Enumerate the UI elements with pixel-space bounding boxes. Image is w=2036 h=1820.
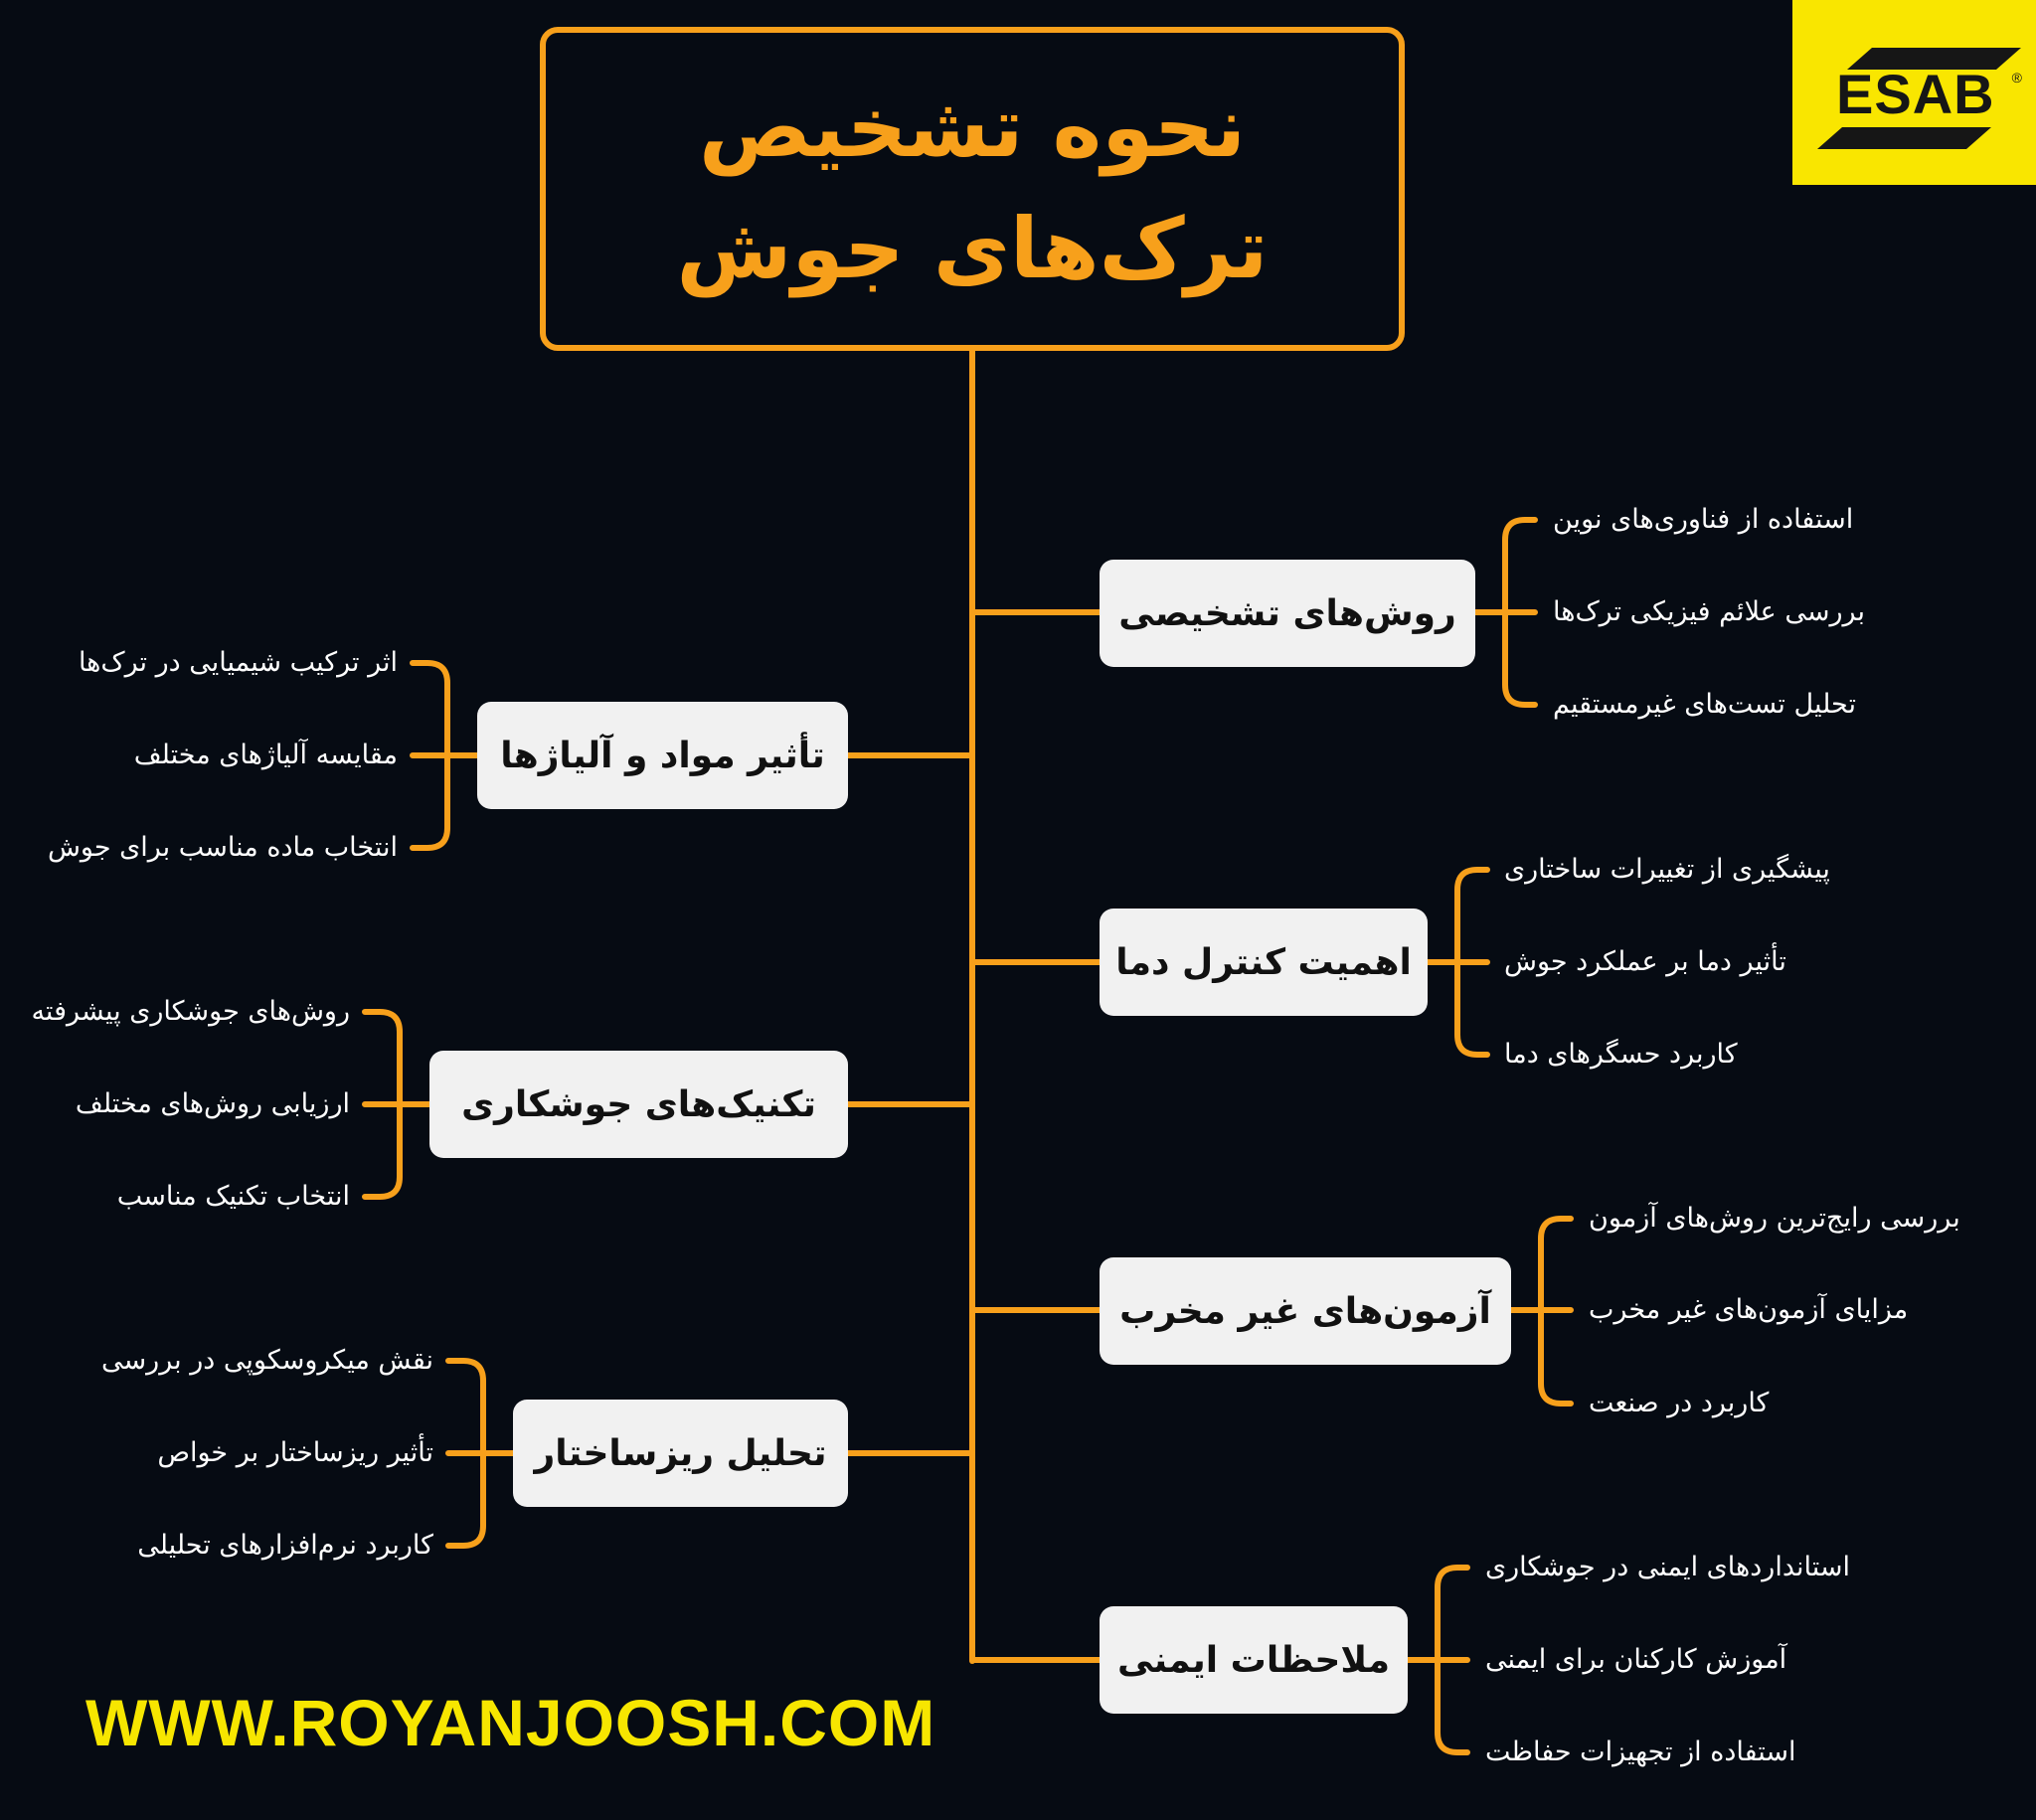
node-microstructure: تحلیل ریزساختار	[513, 1400, 848, 1507]
node-label: آزمون‌های غیر مخرب	[1119, 1290, 1491, 1332]
bracket-right-3	[1508, 1216, 1574, 1406]
node-label: تحلیل ریزساختار	[534, 1432, 827, 1474]
leaf-item: انتخاب ماده مناسب برای جوش	[47, 832, 398, 863]
leaf-item: مقایسه آلیاژهای مختلف	[133, 740, 398, 770]
leaf-item: اثر ترکیب شیمیایی در ترک‌ها	[78, 647, 398, 678]
esab-logo: ESAB ®	[1792, 0, 2036, 185]
node-label: تکنیک‌های جوشکاری	[461, 1083, 816, 1125]
bracket-left-1	[410, 660, 480, 851]
leaf-item: آموزش کارکنان برای ایمنی	[1485, 1644, 1787, 1675]
node-welding-techniques: تکنیک‌های جوشکاری	[429, 1051, 848, 1158]
website-url[interactable]: WWW.ROYANJOOSH.COM	[85, 1686, 936, 1759]
leaf-item: روش‌های جوشکاری پیشرفته	[31, 996, 350, 1027]
node-safety: ملاحظات ایمنی	[1100, 1606, 1408, 1714]
node-materials-alloys: تأثیر مواد و آلیاژها	[477, 702, 848, 809]
leaf-item: مزایای آزمون‌های غیر مخرب	[1589, 1294, 1909, 1325]
leaf-item: کاربرد در صنعت	[1589, 1388, 1770, 1418]
title-box: نحوه تشخیص ترک‌های جوش	[540, 27, 1405, 351]
node-label: اهمیت کنترل دما	[1115, 941, 1412, 983]
leaf-item: کاربرد نرم‌افزارهای تحلیلی	[137, 1530, 433, 1561]
leaf-item: تأثیر ریزساختار بر خواص	[157, 1437, 433, 1468]
bracket-right-1	[1472, 517, 1538, 708]
leaf-item: تأثیر دما بر عملکرد جوش	[1504, 946, 1786, 977]
bracket-right-4	[1405, 1565, 1470, 1755]
node-ndt: آزمون‌های غیر مخرب	[1100, 1257, 1511, 1365]
leaf-item: نقش میکروسکوپی در بررسی	[101, 1345, 433, 1376]
leaf-item: انتخاب تکنیک مناسب	[116, 1181, 350, 1212]
node-label: روش‌های تشخیصی	[1118, 592, 1456, 634]
leaf-item: پیشگیری از تغییرات ساختاری	[1504, 854, 1830, 885]
leaf-item: بررسی علائم فیزیکی ترک‌ها	[1553, 596, 1865, 627]
leaf-item: کاربرد حسگرهای دما	[1504, 1039, 1738, 1070]
node-diagnostic-methods: روش‌های تشخیصی	[1100, 560, 1475, 667]
logo-text: ESAB	[1836, 63, 1995, 125]
node-label: تأثیر مواد و آلیاژها	[500, 735, 825, 776]
leaf-item: استانداردهای ایمنی در جوشکاری	[1485, 1552, 1851, 1582]
leaf-item: استفاده از فناوری‌های نوین	[1553, 504, 1854, 535]
leaf-item: تحلیل تست‌های غیرمستقیم	[1553, 689, 1856, 720]
logo-stripes-icon	[1817, 48, 2021, 149]
diagram-title: نحوه تشخیص ترک‌های جوش	[676, 79, 1269, 297]
node-label: ملاحظات ایمنی	[1117, 1639, 1390, 1681]
bracket-left-2	[362, 1009, 432, 1200]
registered-mark: ®	[2011, 70, 2022, 85]
leaf-item: ارزیابی روش‌های مختلف	[75, 1088, 350, 1119]
leaf-item: بررسی رایج‌ترین روش‌های آزمون	[1589, 1203, 1960, 1234]
bracket-left-3	[445, 1358, 516, 1549]
leaf-item: استفاده از تجهیزات حفاظت	[1485, 1737, 1796, 1767]
node-temperature-control: اهمیت کنترل دما	[1100, 909, 1428, 1016]
bracket-right-2	[1425, 867, 1490, 1058]
